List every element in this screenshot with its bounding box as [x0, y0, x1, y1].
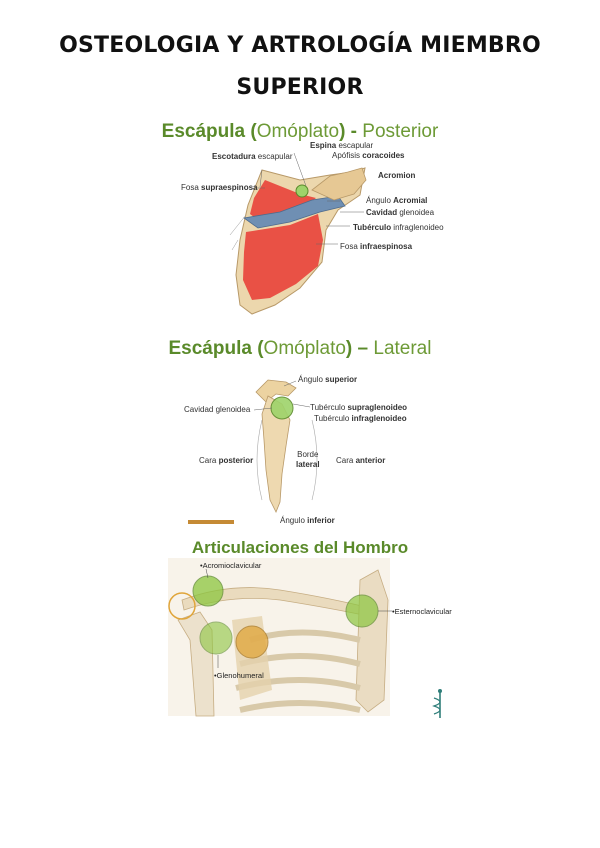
glenohumeral-orange-marker — [236, 626, 268, 658]
sternum — [356, 570, 388, 712]
glenohumeral-joint-marker — [200, 622, 232, 654]
label-esternoclavicular: •Esternoclavicular — [392, 607, 452, 616]
label-acromioclavicular: •Acromioclavicular — [200, 561, 261, 570]
label-glenohumeral: •Glenohumeral — [214, 671, 264, 680]
sternoclavicular-joint-marker — [346, 595, 378, 627]
acromioclavicular-joint-marker — [193, 576, 223, 606]
caduceus-icon — [434, 689, 442, 718]
